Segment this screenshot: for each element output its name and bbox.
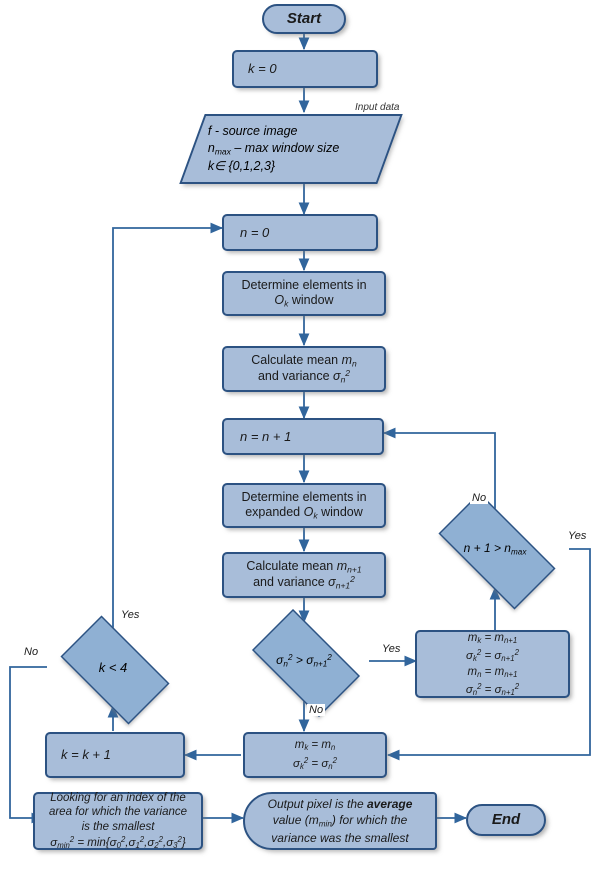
input-line-3: k∈ {0,1,2,3} [208,159,276,174]
input-line-1: f - source image [208,123,298,138]
node-init-n-label: n = 0 [240,224,270,240]
node-calc-mean-n1: Calculate mean mn+1 and variance σn+12 [222,552,386,598]
find-min-line-3: is the smallest [81,821,155,834]
node-determine-ok-label: Determine elements in Ok window [241,278,367,309]
node-output-pixel: Output pixel is the average value (mmin)… [243,792,437,850]
node-check-k: k < 4 [47,615,179,725]
node-determine-expanded-label: Determine elements in expanded Ok window [241,490,367,521]
node-assign-n-label: mk = mn σk2 = σn2 [293,739,337,771]
node-calc-mean-n-label: Calculate mean mn and variance σn2 [251,352,357,385]
determine-ok-line-1: Determine elements in [241,278,367,292]
node-init-k-label: k = 0 [248,61,277,77]
node-find-min-index-label: Looking for an index of the area for whi… [48,791,188,851]
node-start-label: Start [286,9,322,27]
node-compare-variance: σn2 > σn+12 [239,609,369,717]
node-determine-expanded: Determine elements in expanded Ok window [222,483,386,528]
node-increment-k-label: k = k + 1 [61,747,111,763]
node-init-n: n = 0 [222,214,378,251]
node-find-min-index: Looking for an index of the area for whi… [33,792,203,850]
node-output-pixel-label: Output pixel is the average value (mmin)… [267,797,413,845]
node-increment-k: k = k + 1 [45,732,185,778]
node-calc-mean-n: Calculate mean mn and variance σn2 [222,346,386,392]
node-end-label: End [491,810,521,828]
check-k-text: k < 4 [98,660,128,676]
compare-variance-label: σn2 > σn+12 [276,652,332,669]
node-calc-mean-n1-label: Calculate mean mn+1 and variance σn+12 [246,558,362,591]
edge-label-k-lt-4-no: No [22,646,41,658]
node-increment-n-label: n = n + 1 [240,428,292,444]
input-data-caption: Input data [355,102,400,113]
node-end: End [466,804,546,836]
node-determine-ok: Determine elements in Ok window [222,271,386,316]
node-assign-n1-label: mk = mn+1 σk2 = σn+12 mn = mn+1 σn2 = σn… [465,631,520,697]
find-min-line-2: area for which the variance [48,806,188,819]
node-start: Start [262,4,346,34]
edge-label-k-lt-4-yes: Yes [119,609,142,621]
edge-label-window-max-yes: Yes [566,530,589,542]
node-check-window-max: n + 1 > nmax [421,492,569,610]
node-input-data-text: f - source image nmax – max window size … [194,123,388,176]
check-window-max-label: n + 1 > nmax [463,540,527,557]
node-assign-n1: mk = mn+1 σk2 = σn+12 mn = mn+1 σn2 = σn… [415,630,570,698]
node-input-data: f - source image nmax – max window size … [179,114,403,184]
check-k-label: k < 4 [47,629,179,707]
find-min-line-1: Looking for an index of the [50,791,186,804]
edge-label-variance-no: No [307,704,326,716]
edge-label-variance-yes: Yes [380,643,403,655]
node-increment-n: n = n + 1 [222,418,384,455]
input-line-2: nmax – max window size [208,140,340,157]
node-assign-n: mk = mn σk2 = σn2 [243,732,387,778]
edge-label-window-max-no: No [470,492,489,504]
node-init-k: k = 0 [232,50,378,88]
determine-expanded-line-1: Determine elements in [241,490,367,504]
